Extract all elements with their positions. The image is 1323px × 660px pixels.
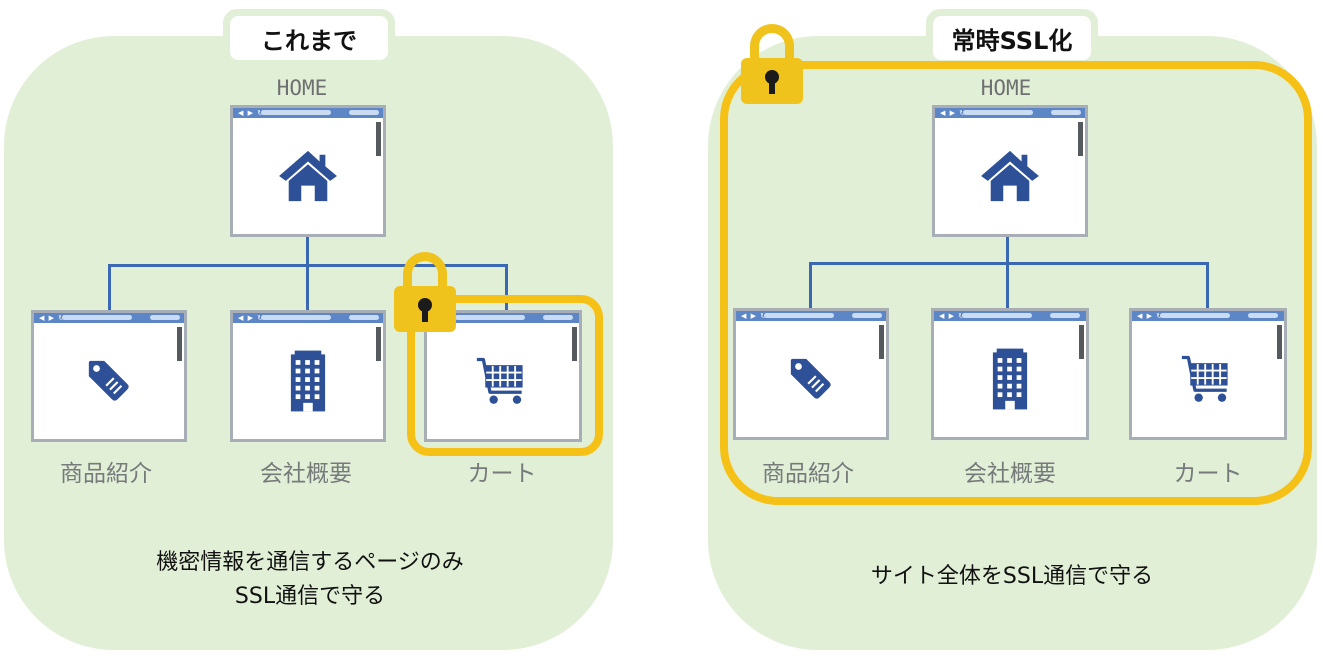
home-icon <box>277 149 339 203</box>
current-approach-title: これまで <box>230 16 388 60</box>
caption-line-2: SSL通信で守る <box>234 584 386 609</box>
connector-line <box>1206 262 1209 308</box>
page-label-product: 商品紹介 <box>762 461 854 487</box>
browser-nav-icon: ◀ ▶ ↻ <box>741 312 768 320</box>
connector-line <box>1006 234 1009 264</box>
current-approach-tab: これまで <box>223 9 395 67</box>
home-label: HOME <box>980 76 1032 100</box>
scrollbar <box>177 327 182 361</box>
padlock-icon <box>741 24 803 104</box>
browser-toolbar: ◀ ▶ ↻ <box>935 108 1085 118</box>
padlock-icon <box>394 252 456 332</box>
connector-line <box>809 262 812 308</box>
browser-nav-icon: ◀ ▶ ↻ <box>1137 312 1164 320</box>
browser-toolbar: ◀ ▶ ↻ <box>736 311 886 321</box>
browser-nav-icon: ◀ ▶ ↻ <box>39 314 66 322</box>
caption-line-1: サイト全体をSSL通信で守る <box>870 564 1154 589</box>
scrollbar <box>879 325 884 359</box>
scrollbar <box>1079 325 1084 359</box>
browser-nav-icon: ◀ ▶ ↻ <box>238 109 265 117</box>
page-label-cart: カート <box>467 461 537 487</box>
always-ssl-caption: サイト全体をSSL通信で守る <box>782 560 1242 594</box>
browser-nav-icon: ◀ ▶ ↻ <box>940 109 967 117</box>
connector-line <box>809 262 1209 265</box>
building-icon <box>991 348 1029 410</box>
scrollbar <box>376 327 381 361</box>
page-label-product: 商品紹介 <box>60 461 152 487</box>
page-label-company: 会社概要 <box>260 461 352 487</box>
home-page-window: ◀ ▶ ↻ <box>932 105 1088 237</box>
caption-line-1: 機密情報を通信するページのみ <box>156 550 464 575</box>
product-page-window: ◀ ▶ ↻ <box>31 310 187 442</box>
cart-page-window: ◀ ▶ ↻ <box>1129 308 1287 440</box>
browser-toolbar: ◀ ▶ ↻ <box>934 311 1086 321</box>
always-ssl-title: 常時SSL化 <box>933 16 1091 60</box>
scrollbar <box>572 327 577 361</box>
connector-line <box>505 264 508 310</box>
shopping-cart-icon <box>1180 354 1236 404</box>
browser-toolbar: ◀ ▶ ↻ <box>1132 311 1284 321</box>
ssl-protected-highlight <box>720 61 1312 505</box>
connector-line <box>108 264 111 310</box>
page-label-cart: カート <box>1173 461 1243 487</box>
browser-toolbar: ◀ ▶ ↻ <box>233 108 383 118</box>
price-tag-icon <box>85 357 133 405</box>
cart-page-window: ◀ ▶ ↻ <box>424 310 582 442</box>
browser-toolbar: ◀ ▶ ↻ <box>233 313 383 323</box>
current-approach-caption: 機密情報を通信するページのみ SSL通信で守る <box>80 546 540 614</box>
home-icon <box>979 149 1041 203</box>
connector-line <box>306 234 309 264</box>
building-icon <box>289 350 327 412</box>
scrollbar <box>1078 122 1083 156</box>
always-ssl-tab: 常時SSL化 <box>926 9 1098 67</box>
product-page-window: ◀ ▶ ↻ <box>733 308 889 440</box>
scrollbar <box>1277 325 1282 359</box>
home-label: HOME <box>276 76 328 100</box>
connector-line <box>1006 262 1009 308</box>
home-page-window: ◀ ▶ ↻ <box>230 105 386 237</box>
browser-toolbar: ◀ ▶ ↻ <box>34 313 184 323</box>
connector-line <box>306 264 309 310</box>
page-label-company: 会社概要 <box>964 461 1056 487</box>
browser-nav-icon: ◀ ▶ ↻ <box>939 312 966 320</box>
price-tag-icon <box>787 355 835 403</box>
browser-nav-icon: ◀ ▶ ↻ <box>238 314 265 322</box>
scrollbar <box>376 122 381 156</box>
ssl-protected-highlight <box>407 295 603 456</box>
company-page-window: ◀ ▶ ↻ <box>931 308 1089 440</box>
company-page-window: ◀ ▶ ↻ <box>230 310 386 442</box>
